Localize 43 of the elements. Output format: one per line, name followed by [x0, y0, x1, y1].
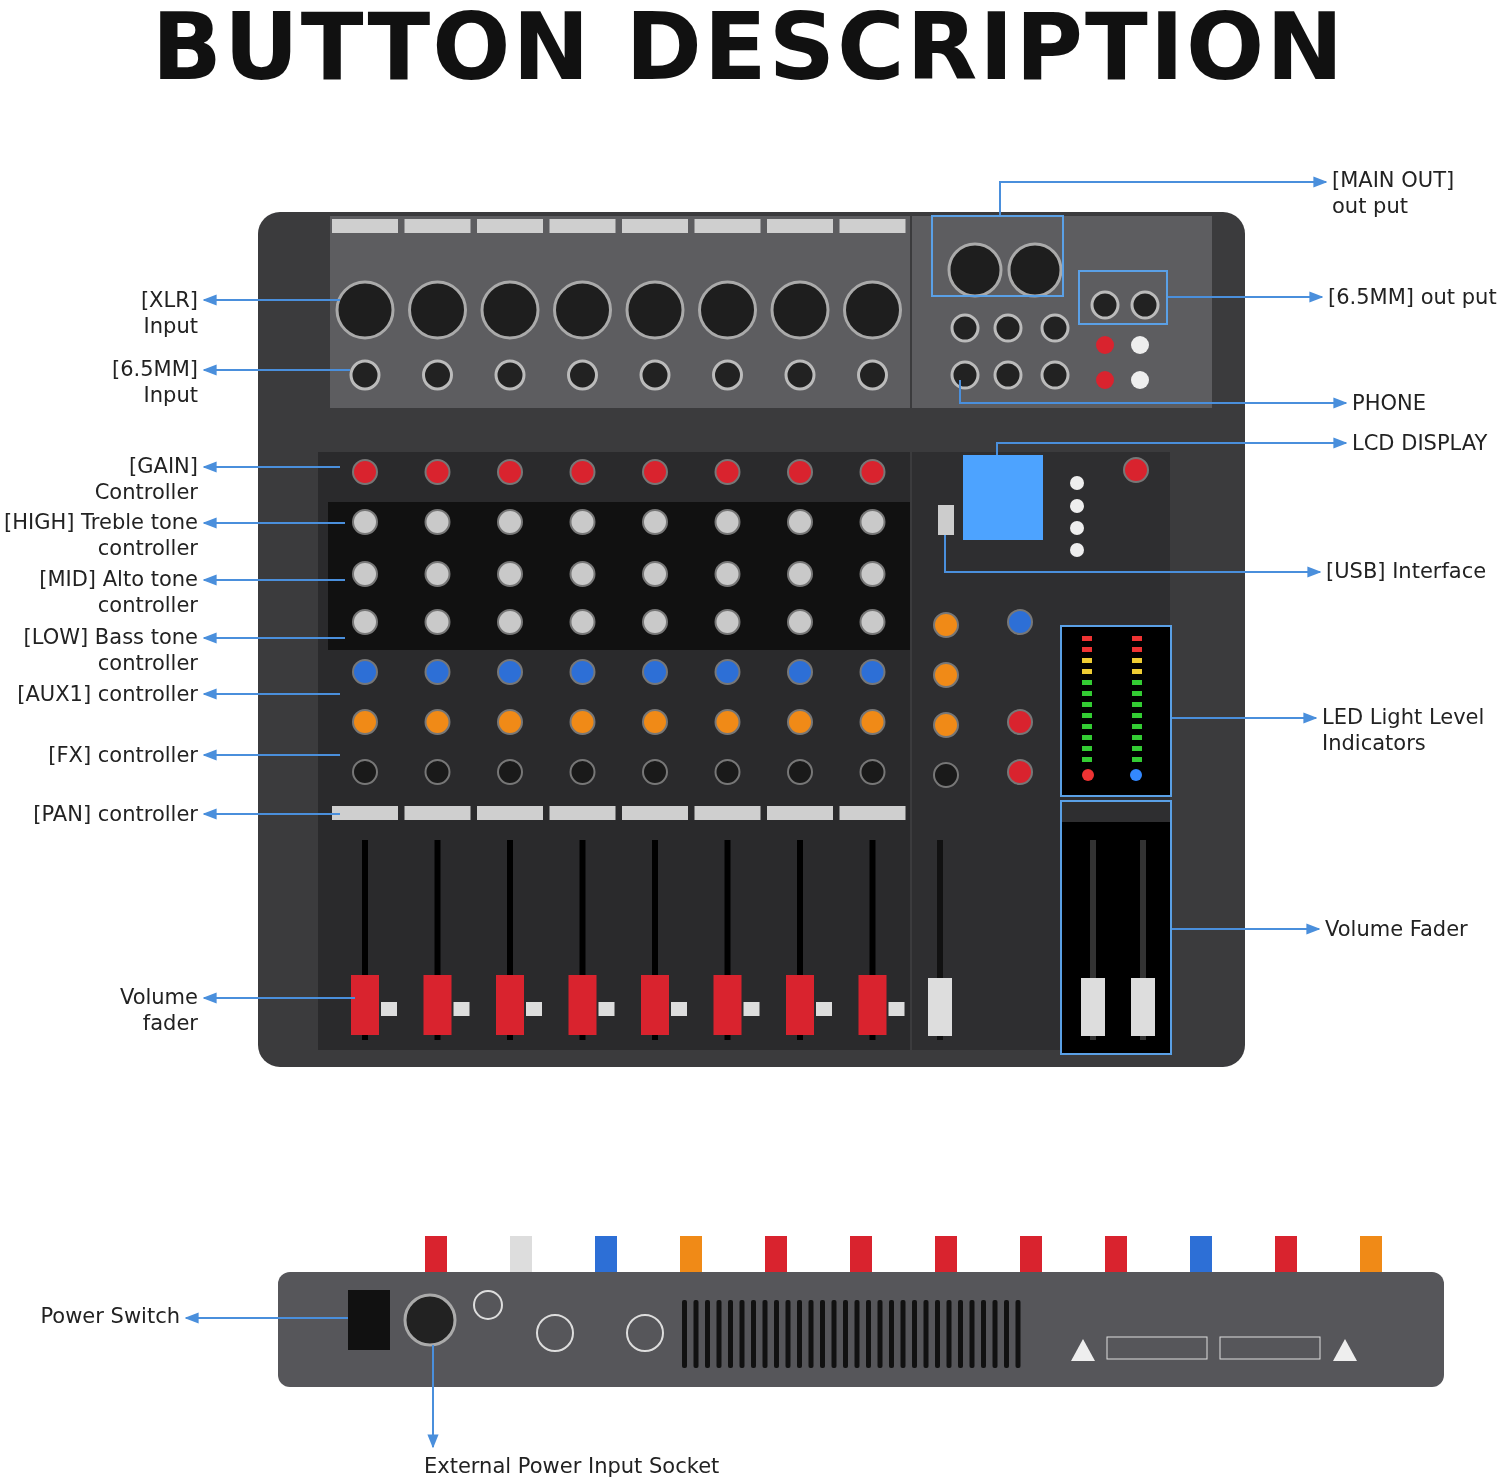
- highlight-frame: [931, 215, 1064, 297]
- callout-label: Volume Fader: [1325, 916, 1468, 942]
- callout-label: [HIGH] Treble tone controller: [3, 509, 198, 561]
- callout-label: LED Light Level Indicators: [1322, 704, 1486, 756]
- leader-line: [202, 294, 341, 306]
- leader-line: [999, 176, 1328, 216]
- leader-line: [202, 461, 341, 473]
- highlight-frame: [1060, 625, 1172, 797]
- highlight-frame: [1078, 270, 1168, 325]
- callout-label: PHONE: [1352, 390, 1426, 416]
- callout-label: [GAIN] Controller: [93, 453, 198, 505]
- leader-line: [996, 437, 1348, 456]
- callout-label: LCD DISPLAY: [1352, 430, 1488, 456]
- callout-label: [6.5MM] out put: [1328, 284, 1497, 310]
- callout-label: [LOW] Bass tone controller: [22, 624, 198, 676]
- callout-label: [MAIN OUT] out put: [1332, 167, 1456, 219]
- leader-line: [202, 517, 346, 529]
- leader-line: [202, 688, 341, 700]
- callout-label: [MID] Alto tone controller: [38, 566, 198, 618]
- leader-line: [1171, 923, 1321, 935]
- leader-line: [202, 574, 346, 586]
- callout-label: [PAN] controller: [33, 801, 198, 827]
- leader-line: [202, 749, 341, 761]
- leader-line: [944, 534, 1322, 578]
- callout-label: [FX] controller: [48, 742, 198, 768]
- leader-line: [1167, 291, 1324, 303]
- callout-label: Power Switch: [40, 1303, 180, 1329]
- leader-line: [959, 379, 1348, 409]
- leader-line: [202, 364, 351, 376]
- callout-label: [AUX1] controller: [17, 681, 198, 707]
- title: BUTTON DESCRIPTION: [150, 0, 1347, 101]
- highlight-frame: [1060, 800, 1172, 1055]
- callout-label: External Power Input Socket: [424, 1453, 720, 1479]
- leader-line: [202, 808, 341, 820]
- leader-line: [202, 632, 346, 644]
- callout-label: [6.5MM] Input: [110, 356, 198, 408]
- leader-line: [427, 1344, 439, 1449]
- leader-line: [202, 992, 356, 1004]
- leader-line: [184, 1312, 349, 1324]
- callout-label: Volume fader: [118, 984, 198, 1036]
- callout-label: [XLR] Input: [139, 287, 198, 339]
- callout-label: [USB] Interface: [1326, 558, 1487, 584]
- leader-line: [1171, 712, 1318, 724]
